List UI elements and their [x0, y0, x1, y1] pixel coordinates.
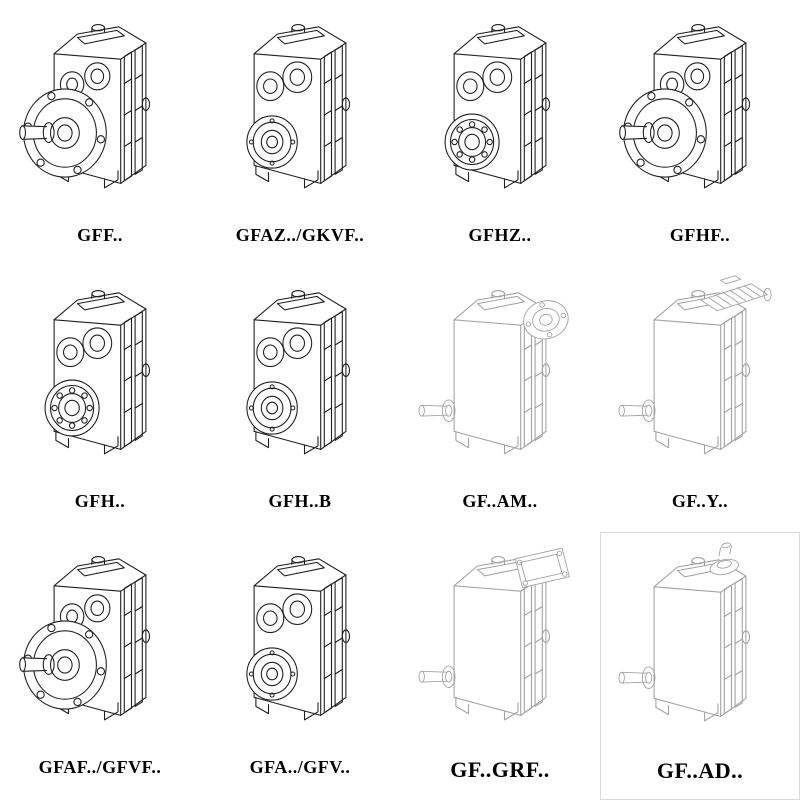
gfy-gearbox-drawing — [605, 272, 795, 490]
model-label-gfa: GFA../GFV.. — [249, 757, 351, 777]
gfhb-gearbox-drawing — [205, 272, 395, 490]
catalog-cell-gfa: GFA../GFV.. — [200, 532, 400, 800]
catalog-cell-gfh: GFH.. — [0, 266, 200, 532]
model-label-gff: GFF.. — [77, 225, 123, 245]
catalog-cell-gfhz: GFHZ.. — [400, 0, 600, 266]
model-label-gfam: GF..AM.. — [462, 491, 538, 511]
model-label-gfaf: GFAF../GFVF.. — [38, 757, 162, 777]
gfam-gearbox-drawing — [405, 272, 595, 490]
catalog-cell-gfaz: GFAZ../GKVF.. — [200, 0, 400, 266]
gfhz-gearbox-drawing — [405, 6, 595, 224]
model-label-gfhb: GFH..B — [268, 491, 332, 511]
catalog-cell-gfam: GF..AM.. — [400, 266, 600, 532]
catalog-cell-gfhb: GFH..B — [200, 266, 400, 532]
model-label-gfhf: GFHF.. — [669, 225, 731, 245]
gfaf-gearbox-drawing — [5, 538, 195, 756]
gfgrf-gearbox-drawing — [405, 538, 595, 756]
catalog-cell-gfad: GF..AD.. — [600, 532, 800, 800]
catalog-cell-gff: GFF.. — [0, 0, 200, 266]
catalog-cell-gfy: GF..Y.. — [600, 266, 800, 532]
gfa-gearbox-drawing — [205, 538, 395, 756]
catalog-cell-gfhf: GFHF.. — [600, 0, 800, 266]
gfad-gearbox-drawing — [605, 539, 795, 757]
gff-gearbox-drawing — [5, 6, 195, 224]
gfaz-gearbox-drawing — [205, 6, 395, 224]
model-label-gfy: GF..Y.. — [671, 491, 729, 511]
model-label-gfhz: GFHZ.. — [468, 225, 532, 245]
catalog-cell-gfaf: GFAF../GFVF.. — [0, 532, 200, 800]
model-label-gfh: GFH.. — [74, 491, 126, 511]
catalog-cell-gfgrf: GF..GRF.. — [400, 532, 600, 800]
gfh-gearbox-drawing — [5, 272, 195, 490]
model-label-gfgrf: GF..GRF.. — [450, 757, 550, 782]
gfhf-gearbox-drawing — [605, 6, 795, 224]
model-label-gfad: GF..AD.. — [656, 758, 744, 783]
model-label-gfaz: GFAZ../GKVF.. — [235, 225, 365, 245]
